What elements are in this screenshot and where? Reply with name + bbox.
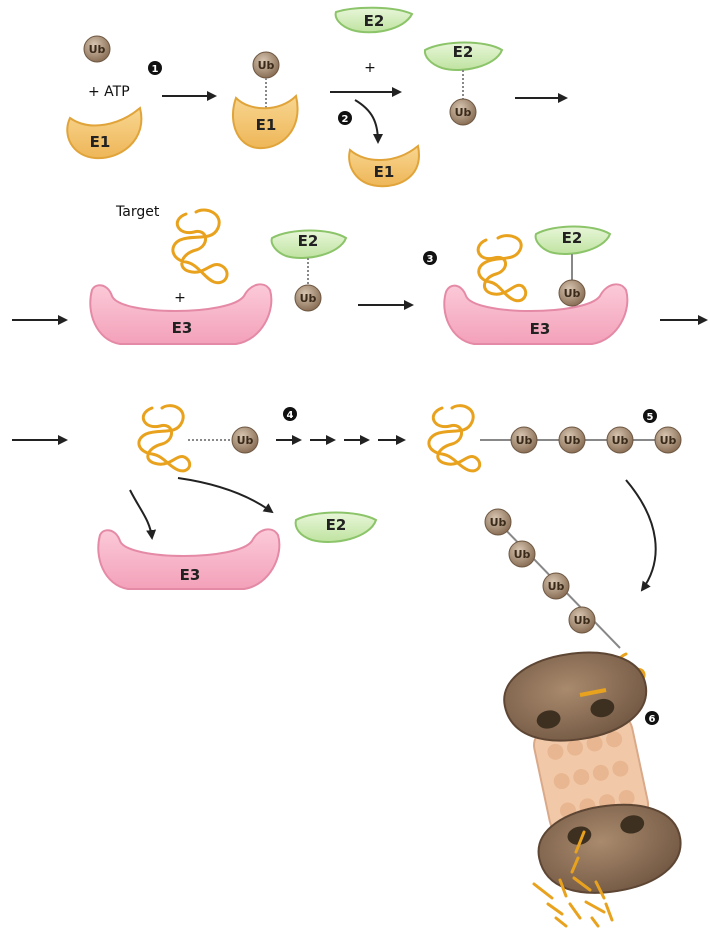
e3-target-e2-complex: E3 E2 Ub	[444, 227, 627, 345]
target-ub-conjugate: Ub	[139, 406, 258, 471]
e3-label: E3	[172, 319, 193, 337]
step-4-marker: 4	[283, 407, 297, 421]
e2-ub-complex: E2 Ub	[272, 231, 346, 312]
e2-label: E2	[298, 232, 319, 250]
e1-ub-complex: Ub E1	[233, 52, 298, 148]
ub-label: Ub	[490, 516, 507, 529]
ub-label: Ub	[237, 434, 254, 447]
ub-label: Ub	[564, 434, 581, 447]
plus-sign: +	[174, 290, 186, 306]
arrow-e2-release	[178, 478, 272, 512]
target-protein	[173, 210, 227, 283]
plus-atp-label: + ATP	[88, 84, 130, 100]
plus-sign: +	[364, 60, 376, 76]
ub-label: Ub	[516, 434, 533, 447]
svg-text:5: 5	[647, 412, 654, 423]
e2-label: E2	[326, 516, 347, 534]
ub-label: Ub	[574, 614, 591, 627]
arrow-e1-release	[355, 100, 378, 142]
ub-label: Ub	[548, 580, 565, 593]
ub-label: Ub	[514, 548, 531, 561]
e1-released: E1	[349, 146, 419, 186]
step-1-marker: 1	[148, 61, 162, 75]
svg-text:3: 3	[427, 254, 434, 265]
arrow-to-proteasome	[626, 480, 656, 590]
e1-label: E1	[374, 163, 395, 181]
ub-label: Ub	[300, 292, 317, 305]
step-5-marker: 5	[643, 409, 657, 423]
e3-released: E3	[98, 529, 279, 589]
ub-free: Ub	[84, 36, 110, 62]
svg-text:4: 4	[287, 410, 294, 421]
ub-label: Ub	[564, 287, 581, 300]
svg-text:6: 6	[649, 714, 656, 725]
e3-label: E3	[530, 320, 551, 338]
ub-label: Ub	[258, 59, 275, 72]
target-label: Target	[115, 204, 160, 220]
ub-label: Ub	[612, 434, 629, 447]
e2-released: E2	[296, 513, 376, 542]
e1-label: E1	[90, 133, 111, 151]
proteasome	[497, 639, 688, 906]
e2-enzyme: E2	[336, 8, 412, 33]
ub-label: Ub	[660, 434, 677, 447]
e2-ub-complex: E2 Ub	[425, 43, 502, 126]
arrow-e3-release	[130, 490, 152, 538]
e2-label: E2	[453, 43, 474, 61]
ub-label: Ub	[455, 106, 472, 119]
e1-enzyme: E1	[67, 108, 141, 158]
svg-text:1: 1	[152, 64, 159, 75]
step-6-marker: 6	[645, 711, 659, 725]
svg-text:2: 2	[342, 114, 349, 125]
step-2-marker: 2	[338, 111, 352, 125]
e2-label: E2	[562, 229, 583, 247]
e2-label: E2	[364, 12, 385, 30]
step-3-marker: 3	[423, 251, 437, 265]
e1-label: E1	[256, 116, 277, 134]
ub-label: Ub	[89, 43, 106, 56]
e3-label: E3	[180, 566, 201, 584]
